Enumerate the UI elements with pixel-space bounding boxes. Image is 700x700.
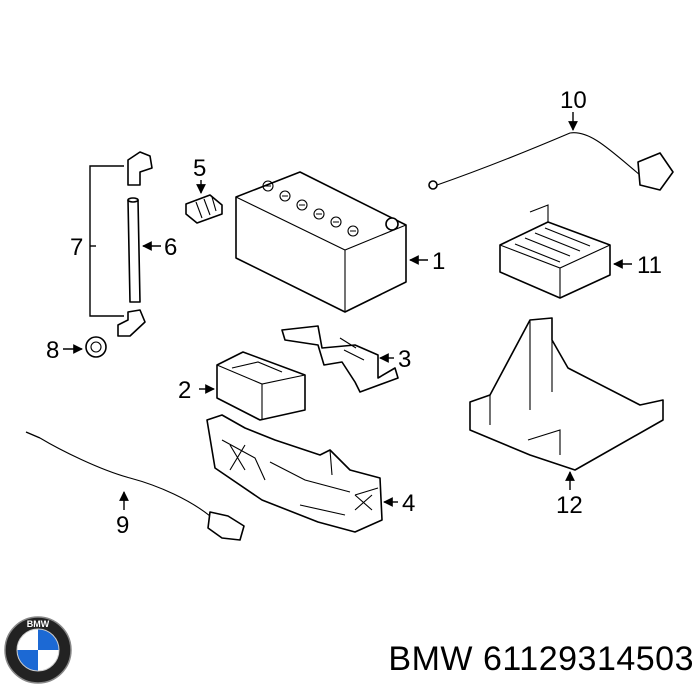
part-control-module — [499, 204, 632, 299]
bmw-logo: BMW — [4, 616, 72, 684]
callout-12: 12 — [556, 492, 583, 519]
callout-4: 4 — [402, 490, 415, 517]
part-cover — [199, 351, 306, 421]
caption-part-number: 61129314503 — [483, 640, 694, 678]
part-vent-hose — [117, 151, 161, 337]
part-module-bracket — [469, 317, 664, 490]
callout-8: 8 — [46, 337, 59, 364]
callout-11: 11 — [637, 252, 662, 279]
callout-10: 10 — [560, 87, 587, 114]
callout-6: 6 — [164, 234, 177, 261]
part-sensor-cable — [428, 112, 674, 191]
part-connector — [185, 180, 223, 224]
caption-brand: BMW — [388, 640, 474, 678]
bmw-logo-text: BMW — [27, 619, 50, 629]
callout-3: 3 — [398, 346, 411, 373]
callout-5: 5 — [193, 155, 206, 182]
part-grommet — [63, 336, 107, 358]
part-battery — [235, 171, 428, 313]
callout-1: 1 — [432, 248, 445, 275]
callout-2: 2 — [178, 377, 191, 404]
part-hose-group-bracket — [89, 165, 124, 317]
callout-7: 7 — [70, 234, 83, 261]
part-ground-cable — [25, 431, 245, 541]
callout-9: 9 — [116, 512, 129, 539]
part-tray — [206, 414, 398, 533]
part-bracket — [281, 325, 399, 393]
